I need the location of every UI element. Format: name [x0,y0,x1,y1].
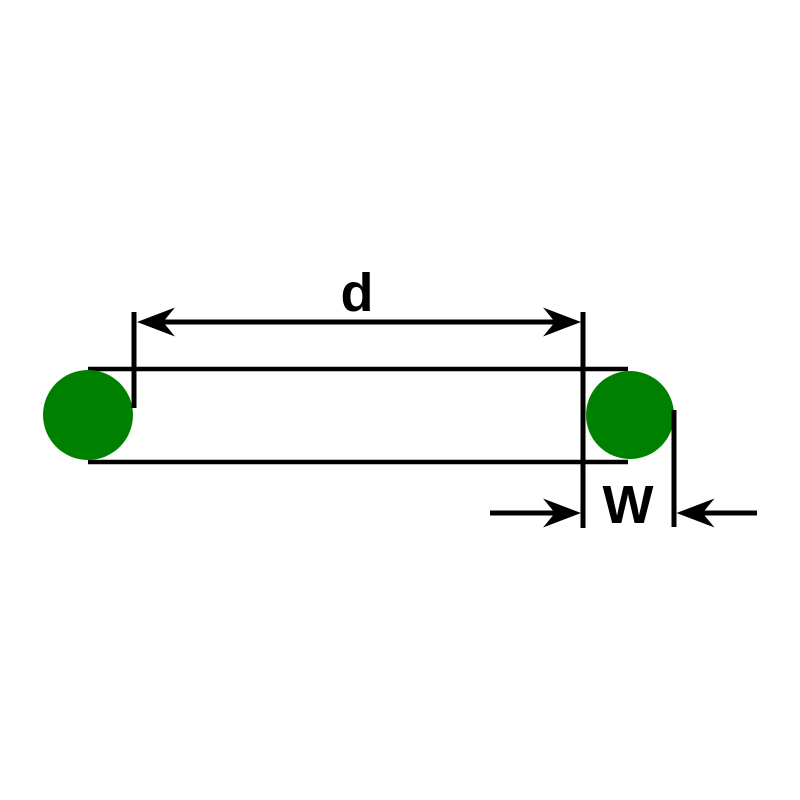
w-arrowhead-left [543,498,581,528]
d-arrowhead-left [137,307,175,337]
w-dimension-label: W [603,475,654,535]
d-arrowhead-right [543,307,581,337]
oring-cross-section-right [586,371,674,459]
d-dimension-label: d [341,263,374,323]
oring-cross-section-left [43,370,133,460]
w-arrowhead-right [676,498,715,528]
